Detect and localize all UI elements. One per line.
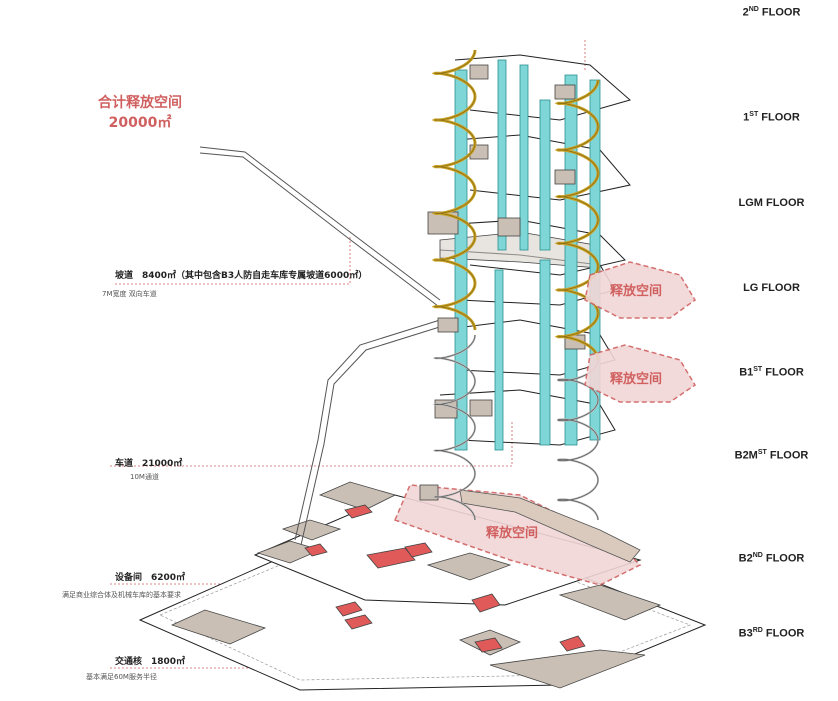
road-label: 车道 21000㎡ xyxy=(115,459,183,469)
core xyxy=(539,99,551,251)
core xyxy=(539,259,551,446)
red-block xyxy=(366,547,416,569)
red-block xyxy=(404,542,433,558)
helix-path xyxy=(557,79,599,361)
total-title: 合计释放空间 xyxy=(98,95,182,111)
release-label: 释放空间 xyxy=(486,526,539,541)
block xyxy=(281,519,342,541)
helix-ramps xyxy=(431,49,600,521)
red-block xyxy=(344,614,373,630)
helix-path xyxy=(557,359,599,521)
release-area-b1 xyxy=(584,344,697,403)
ramp-label: 坡道 8400㎡（其中包含B3人防自走车库专属坡道6000㎡） xyxy=(115,271,368,281)
block xyxy=(426,552,512,581)
road-sublabel: 10M通道 xyxy=(130,473,159,481)
equip-sublabel: 满足商业综合体及机械车库的基本要求 xyxy=(62,591,181,599)
release-area-lg xyxy=(584,261,696,319)
core xyxy=(494,269,504,451)
equip-label: 设备间 6200㎡ xyxy=(115,573,186,583)
floor-label: B1ST FLOOR xyxy=(739,366,804,379)
ramp xyxy=(199,146,447,546)
floor-label: LGM FLOOR xyxy=(738,197,805,209)
floor-label: LG FLOOR xyxy=(743,282,800,294)
red-block xyxy=(344,504,373,519)
block xyxy=(170,609,267,645)
block xyxy=(558,584,662,621)
core xyxy=(564,74,578,446)
core xyxy=(454,69,468,451)
helix-path xyxy=(434,334,476,521)
ramp-sublabel: 7M宽度 双向车道 xyxy=(102,290,157,298)
red-block xyxy=(474,637,503,653)
block xyxy=(318,481,397,511)
core-sublabel: 基本满足60M服务半径 xyxy=(86,673,157,681)
red-blocks xyxy=(304,504,586,653)
floor-label: B2ND FLOOR xyxy=(738,552,805,565)
core-label: 交通核 1800㎡ xyxy=(115,657,186,667)
block xyxy=(489,649,646,689)
red-block xyxy=(304,543,328,557)
red-block xyxy=(559,635,586,652)
core xyxy=(497,59,507,251)
floor-label: 1ST FLOOR xyxy=(743,111,800,124)
floor-label: 2ND FLOOR xyxy=(742,6,801,19)
release-label: 释放空间 xyxy=(610,372,663,387)
total-value: 20000㎡ xyxy=(108,115,172,131)
helix-path xyxy=(434,49,476,331)
core xyxy=(519,64,529,251)
grey-blocks xyxy=(170,481,662,689)
floor-label: B3RD FLOOR xyxy=(738,627,805,640)
release-label: 释放空间 xyxy=(610,284,663,299)
red-block xyxy=(335,601,363,617)
red-block xyxy=(471,593,501,613)
road-leader xyxy=(110,420,513,467)
floor-label: B2MST FLOOR xyxy=(734,449,809,462)
